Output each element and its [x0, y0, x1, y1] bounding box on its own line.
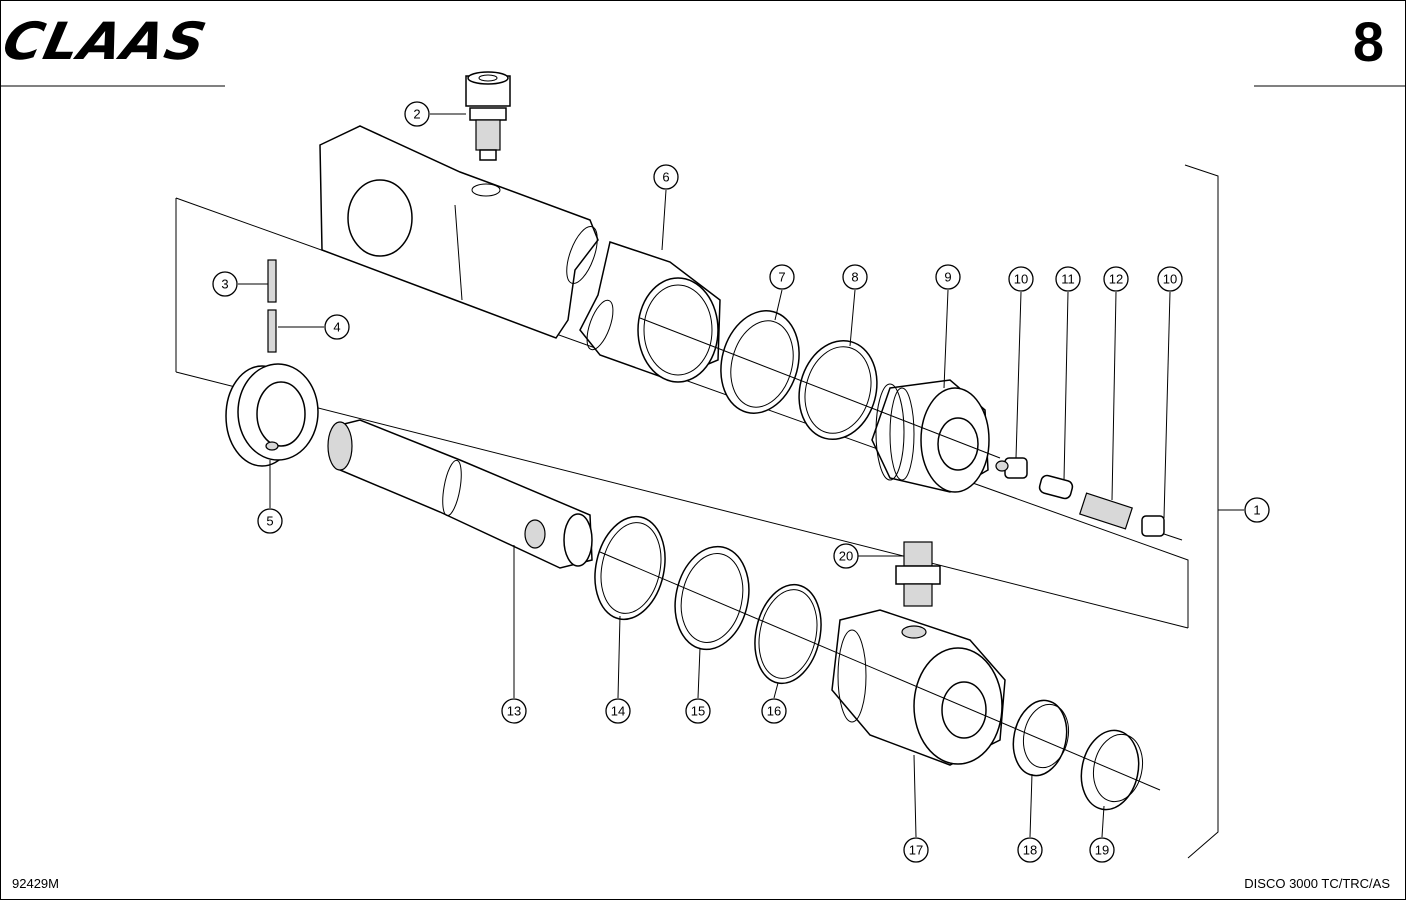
- dust-seal: [1080, 729, 1144, 811]
- callout-20: 20: [833, 543, 859, 569]
- check-valve-seat-1: [995, 457, 1028, 479]
- callout-4: 4: [324, 314, 350, 340]
- svg-text:16: 16: [767, 704, 781, 719]
- callout-3: 3: [212, 271, 238, 297]
- callout-8: 8: [842, 264, 868, 290]
- svg-text:18: 18: [1023, 843, 1037, 858]
- callout-19: 19: [1089, 837, 1115, 863]
- svg-text:10: 10: [1163, 272, 1177, 287]
- set-screw: [267, 259, 277, 303]
- callout-9: 9: [935, 264, 961, 290]
- svg-text:8: 8: [851, 270, 858, 285]
- valve-pin: [1038, 474, 1074, 500]
- callout-13: 13: [501, 698, 527, 724]
- callout-6: 6: [653, 164, 679, 190]
- cylinder-tube: [579, 241, 721, 383]
- svg-text:9: 9: [944, 270, 951, 285]
- svg-text:12: 12: [1109, 272, 1123, 287]
- callout-12: 12: [1103, 266, 1129, 292]
- callout-17: 17: [903, 837, 929, 863]
- svg-text:2: 2: [413, 107, 420, 122]
- back-up-ring: [594, 515, 666, 621]
- callout-18: 18: [1017, 837, 1043, 863]
- valve-spring: [1079, 492, 1133, 530]
- callout-1: 1: [1244, 497, 1270, 523]
- svg-text:7: 7: [778, 270, 785, 285]
- svg-text:1: 1: [1253, 503, 1260, 518]
- svg-text:3: 3: [221, 277, 228, 292]
- drawing-id: 92429M: [12, 876, 59, 891]
- fitting: [895, 541, 941, 607]
- upper-centre-line: [639, 317, 1001, 459]
- callout-11: 11: [1055, 266, 1081, 292]
- svg-text:13: 13: [507, 704, 521, 719]
- leader-lines: [238, 113, 1244, 838]
- callout-10-upper: 10: [1008, 266, 1034, 292]
- svg-text:5: 5: [266, 514, 273, 529]
- cylinder-barrel: [319, 125, 599, 339]
- svg-text:19: 19: [1095, 843, 1109, 858]
- callout-2: 2: [404, 101, 430, 127]
- callout-15: 15: [685, 698, 711, 724]
- o-ring: [798, 339, 878, 441]
- rod-seal: [674, 545, 750, 651]
- callout-5: 5: [257, 508, 283, 534]
- svg-text:6: 6: [662, 170, 669, 185]
- svg-text:11: 11: [1061, 272, 1075, 287]
- page-number: 8: [1352, 10, 1384, 73]
- guide-ring: [720, 310, 800, 414]
- callout-10-lower: 10: [1157, 266, 1183, 292]
- subassembly-frame: [175, 197, 1189, 629]
- callout-7: 7: [769, 264, 795, 290]
- snap-ring: [754, 583, 822, 685]
- model-name: DISCO 3000 TC/TRC/AS: [1244, 876, 1390, 891]
- lower-centre-line: [599, 551, 1161, 791]
- svg-text:17: 17: [909, 843, 923, 858]
- svg-text:20: 20: [839, 549, 853, 564]
- svg-text:4: 4: [333, 320, 340, 335]
- callout-14: 14: [605, 698, 631, 724]
- bleed-screw: [465, 71, 511, 197]
- rod-wiper: [1012, 699, 1070, 777]
- spring-pin: [267, 309, 277, 353]
- collar-ring: [225, 363, 319, 467]
- piston: [871, 379, 990, 493]
- svg-text:14: 14: [611, 704, 625, 719]
- check-valve-seat-2: [1141, 515, 1183, 541]
- assembly-bracket: [1184, 164, 1219, 859]
- svg-text:15: 15: [691, 704, 705, 719]
- callout-16: 16: [761, 698, 787, 724]
- svg-text:10: 10: [1014, 272, 1028, 287]
- piston-rod: [327, 419, 593, 569]
